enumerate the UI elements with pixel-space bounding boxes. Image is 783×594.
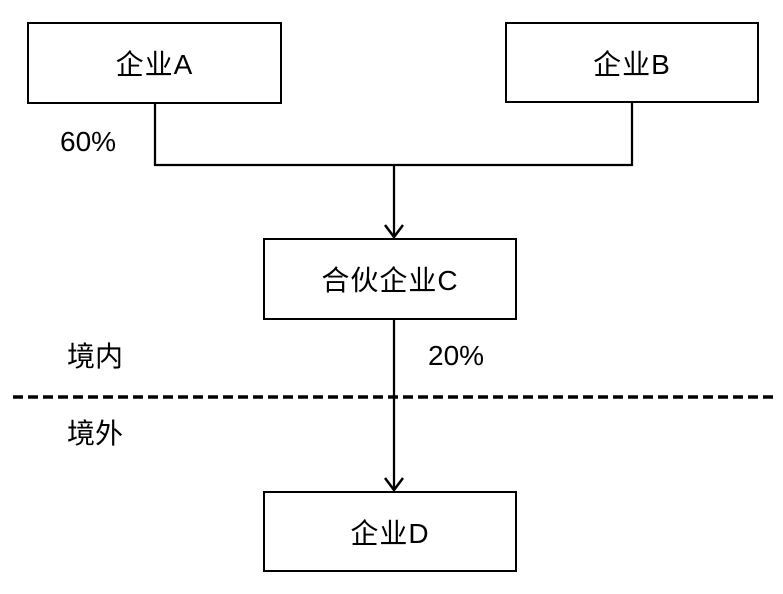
node-partnership-c-label: 合伙企业C (321, 265, 459, 296)
node-enterprise-a: 企业A (27, 22, 282, 104)
node-enterprise-d-label: 企业D (350, 517, 430, 549)
edge-label-20-percent: 20% (428, 340, 485, 371)
arrowhead-into-d (384, 477, 404, 493)
node-enterprise-d: 企业D (263, 491, 517, 572)
node-enterprise-b: 企业B (505, 22, 759, 103)
arrowhead-into-c (384, 224, 404, 240)
edge-label-60-percent: 60% (60, 126, 117, 157)
region-label-domestic: 境内 (67, 341, 124, 372)
node-partnership-c: 合伙企业C (263, 238, 517, 320)
node-enterprise-b-label: 企业B (593, 48, 671, 80)
node-enterprise-a-label: 企业A (115, 49, 194, 80)
region-label-overseas: 境外 (67, 418, 124, 449)
